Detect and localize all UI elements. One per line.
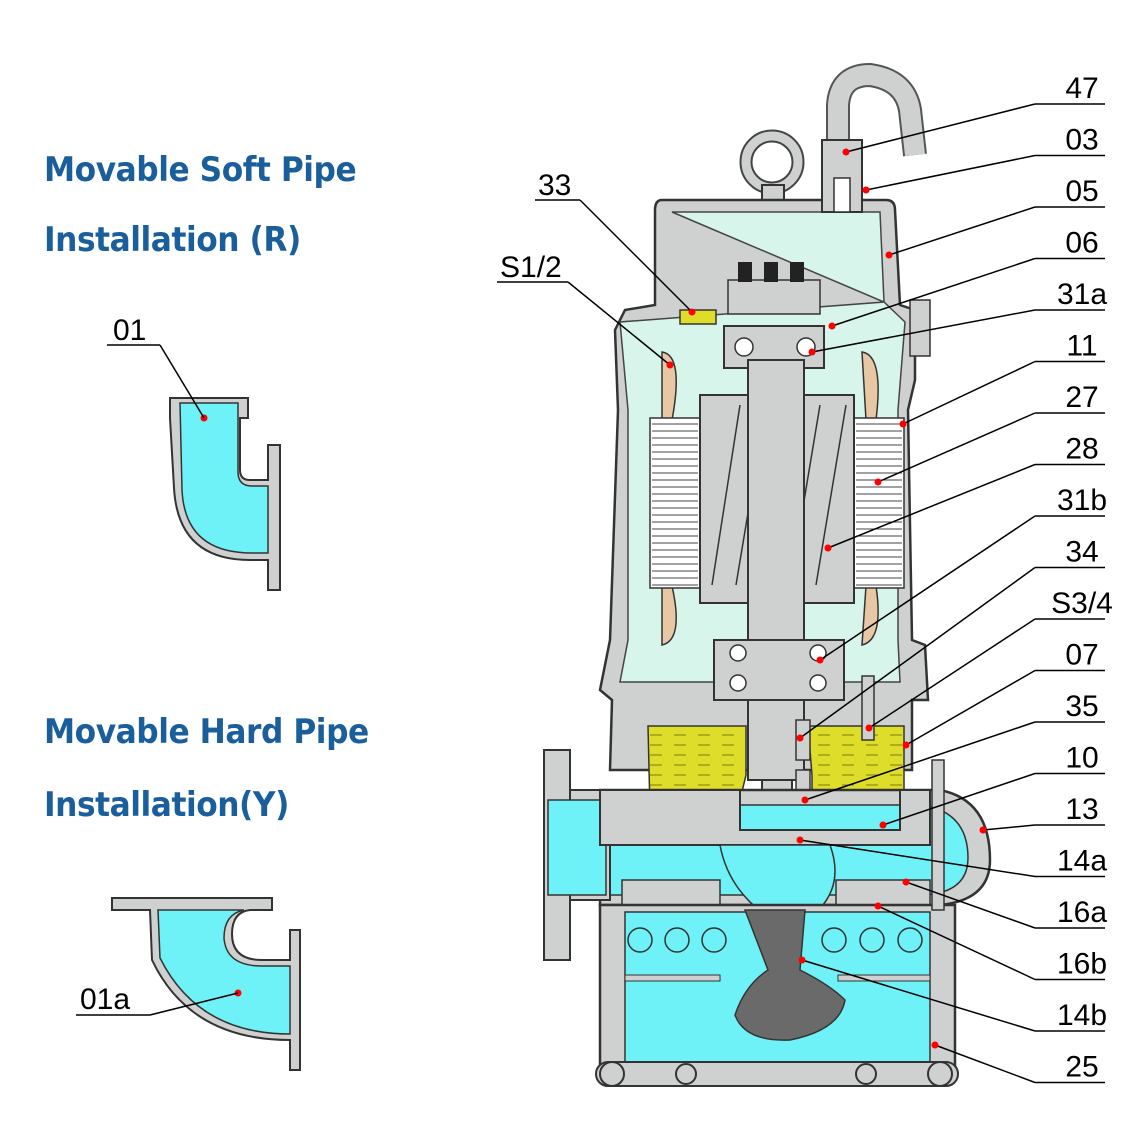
part-label-13: 13 — [1065, 793, 1098, 826]
dot-S3/4 — [865, 724, 873, 732]
dot-06 — [828, 322, 836, 330]
part-label-16a: 16a — [1057, 896, 1107, 929]
dot-47 — [842, 148, 850, 156]
part-label-14a: 14a — [1057, 845, 1107, 878]
part-label-28: 28 — [1065, 433, 1098, 466]
heading-soft-line1: Movable Soft Pipe — [44, 150, 357, 190]
heading-soft-line2: Installation (R) — [44, 220, 301, 260]
dot-05 — [885, 251, 893, 259]
dot-13 — [979, 826, 987, 834]
part-label-s3-4: S3/4 — [1051, 587, 1113, 620]
dot-07 — [902, 741, 910, 749]
part-label-10: 10 — [1065, 742, 1098, 775]
part-label-14b: 14b — [1057, 999, 1107, 1032]
label-s12: S1/2 — [500, 251, 562, 284]
part-label-07: 07 — [1065, 639, 1098, 672]
part-label-31a: 31a — [1057, 278, 1107, 311]
dot-28 — [824, 544, 832, 552]
dot-16a — [902, 878, 910, 886]
heading-hard-line2: Installation(Y) — [44, 785, 289, 825]
part-label-11: 11 — [1066, 330, 1097, 363]
hard-pipe-elbow — [111, 897, 301, 1071]
dot-34 — [796, 734, 804, 742]
dot-27 — [874, 478, 882, 486]
soft-pipe-elbow — [169, 397, 281, 591]
dot-35 — [801, 796, 809, 804]
part-label-47: 47 — [1065, 72, 1098, 105]
dot-25 — [931, 1041, 939, 1049]
pump-cross-section — [543, 62, 992, 1087]
label-33: 33 — [538, 169, 571, 202]
part-label-25: 25 — [1065, 1051, 1098, 1084]
dot-14a — [796, 836, 804, 844]
dot-03 — [862, 186, 870, 194]
dot-31a — [808, 348, 816, 356]
part-label-34: 34 — [1065, 536, 1098, 569]
dot-10 — [879, 821, 887, 829]
heading-hard-line1: Movable Hard Pipe — [44, 712, 369, 752]
part-label-06: 06 — [1065, 227, 1098, 260]
part-label-35: 35 — [1065, 690, 1098, 723]
part-label-03: 03 — [1065, 124, 1098, 157]
dot-14b — [798, 956, 806, 964]
label-01: 01 — [113, 314, 146, 347]
part-label-05: 05 — [1065, 175, 1098, 208]
label-01a: 01a — [80, 983, 130, 1016]
part-label-31b: 31b — [1057, 484, 1107, 517]
dot-16b — [874, 902, 882, 910]
dot-11 — [899, 420, 907, 428]
dot-31b — [816, 656, 824, 664]
part-label-27: 27 — [1065, 381, 1098, 414]
part-label-16b: 16b — [1057, 948, 1107, 981]
